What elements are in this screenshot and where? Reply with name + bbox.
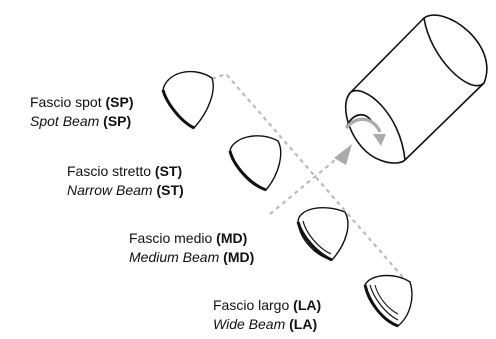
label-spot-it: Fascio spot (SP) [30, 93, 133, 112]
label-wide-it-name: Fascio largo [213, 297, 290, 313]
tube-opening-rim [350, 89, 406, 161]
label-wide-en: Wide Beam (LA) [213, 315, 321, 334]
lens-medium-dome [297, 207, 349, 261]
label-medium: Fascio medio (MD) Medium Beam (MD) [129, 229, 254, 267]
label-narrow-it-name: Fascio stretto [67, 163, 152, 179]
fixture-tube [344, 14, 488, 164]
label-wide: Fascio largo (LA) Wide Beam (LA) [213, 296, 321, 334]
lens-wide-rim [363, 284, 399, 328]
label-medium-en-code: (MD) [223, 249, 255, 265]
lens-spot-rim [161, 89, 195, 130]
label-narrow-it: Fascio stretto (ST) [67, 162, 184, 181]
lens-wide-rim-inner2 [374, 284, 399, 315]
label-medium-it: Fascio medio (MD) [129, 229, 254, 248]
label-wide-en-code: (LA) [289, 316, 318, 332]
label-spot-en-code: (SP) [103, 113, 132, 129]
lens-narrow-dome [229, 135, 282, 191]
label-spot-en-name: Spot Beam [30, 113, 100, 129]
label-narrow-it-code: (ST) [154, 163, 183, 179]
lens-spot-icon [161, 70, 214, 130]
label-medium-en-name: Medium Beam [129, 249, 220, 265]
tube-end-cap [423, 14, 488, 87]
lens-narrow-icon [228, 135, 282, 192]
label-medium-en: Medium Beam (MD) [129, 248, 254, 267]
label-medium-it-name: Fascio medio [129, 230, 213, 246]
label-spot-it-name: Fascio spot [30, 94, 102, 110]
lens-medium-rim-inner [302, 220, 332, 255]
lens-wide-rim-inner [369, 284, 399, 321]
tube-opening [344, 91, 406, 164]
lens-medium-icon [296, 207, 349, 262]
lens-medium-rim [296, 221, 333, 262]
label-narrow-en: Narrow Beam (ST) [67, 181, 184, 200]
insert-path-dotted-line [269, 154, 342, 215]
lens-wide-icon [363, 274, 413, 328]
rotate-arrow-icon [344, 117, 382, 133]
lens-spot-dome [162, 70, 214, 129]
label-narrow-en-name: Narrow Beam [67, 182, 153, 198]
label-medium-it-code: (MD) [216, 230, 248, 246]
label-wide-it-code: (LA) [293, 297, 322, 313]
label-narrow-en-code: (ST) [156, 182, 184, 198]
label-wide-it: Fascio largo (LA) [213, 296, 321, 315]
label-spot-en: Spot Beam (SP) [30, 112, 133, 131]
tube-outline [350, 17, 485, 161]
label-spot-it-code: (SP) [105, 94, 134, 110]
label-spot: Fascio spot (SP) Spot Beam (SP) [30, 93, 133, 131]
insert-arrow-icon [334, 144, 352, 165]
lens-narrow-rim [228, 150, 267, 192]
label-wide-en-name: Wide Beam [213, 316, 286, 332]
label-narrow: Fascio stretto (ST) Narrow Beam (ST) [67, 162, 184, 200]
rotate-arrow-head-icon [373, 134, 386, 146]
